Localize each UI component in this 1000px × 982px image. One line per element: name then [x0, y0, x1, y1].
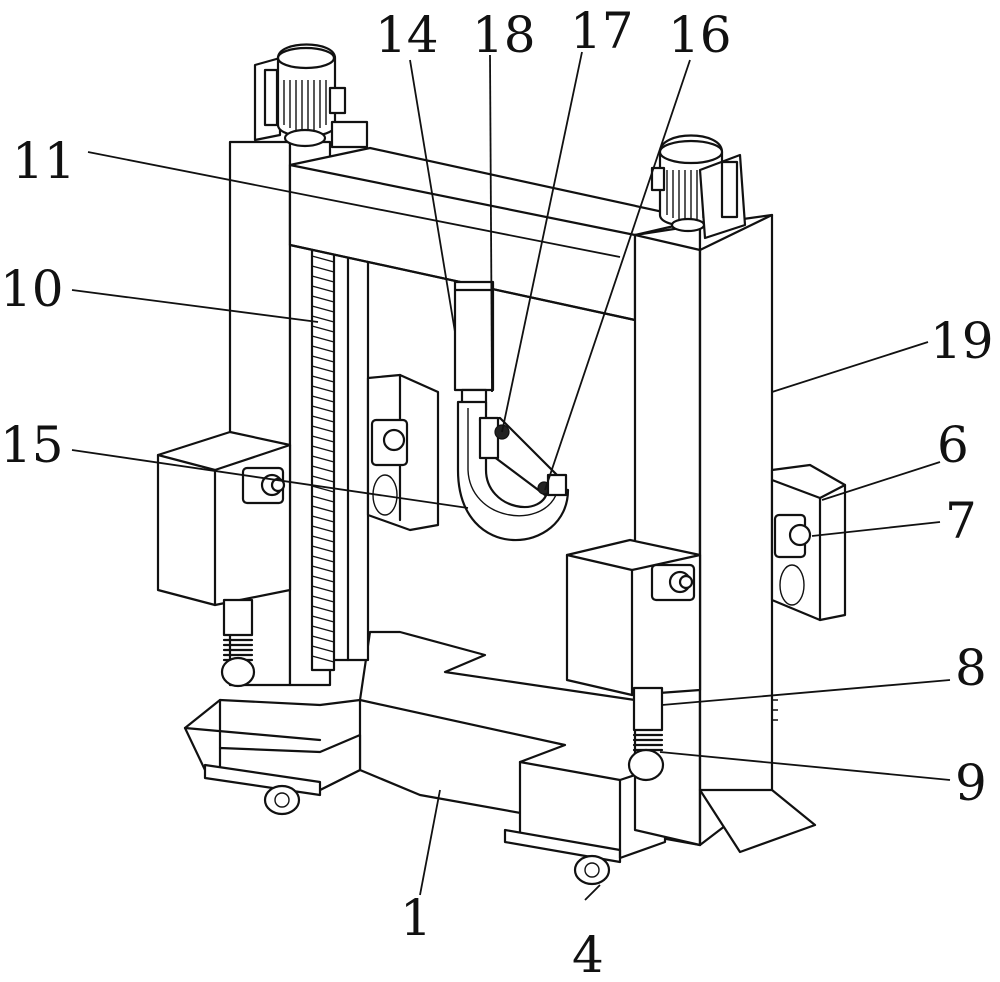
- label-11: 11: [12, 132, 76, 190]
- lift-box-left: [156, 430, 292, 607]
- label-6: 6: [937, 416, 969, 474]
- label-1: 1: [400, 889, 432, 947]
- spring-left: [220, 598, 256, 688]
- label-7: 7: [945, 492, 977, 550]
- base-frame: [183, 630, 702, 864]
- leader-lines: [71, 51, 951, 901]
- label-10: 10: [0, 260, 64, 318]
- label-15: 15: [0, 416, 64, 474]
- motor-right: [650, 134, 747, 240]
- hoist-cylinder: [453, 280, 495, 412]
- lead-screw: [310, 238, 336, 672]
- label-19: 19: [930, 312, 994, 370]
- label-18: 18: [472, 6, 536, 64]
- label-9: 9: [955, 754, 987, 812]
- bracket-back-left: [366, 373, 440, 532]
- lift-box-right: [565, 538, 702, 697]
- motor-left: [253, 43, 369, 149]
- label-16: 16: [668, 6, 732, 64]
- bracket-back-right: [770, 463, 847, 721]
- label-14: 14: [375, 6, 439, 64]
- spring-right: [627, 686, 665, 782]
- clamp-arm: [478, 416, 568, 497]
- label-17: 17: [570, 2, 634, 60]
- label-4: 4: [572, 926, 604, 982]
- wheel-right: [573, 854, 611, 886]
- label-8: 8: [955, 639, 987, 697]
- wheel-left: [263, 784, 301, 816]
